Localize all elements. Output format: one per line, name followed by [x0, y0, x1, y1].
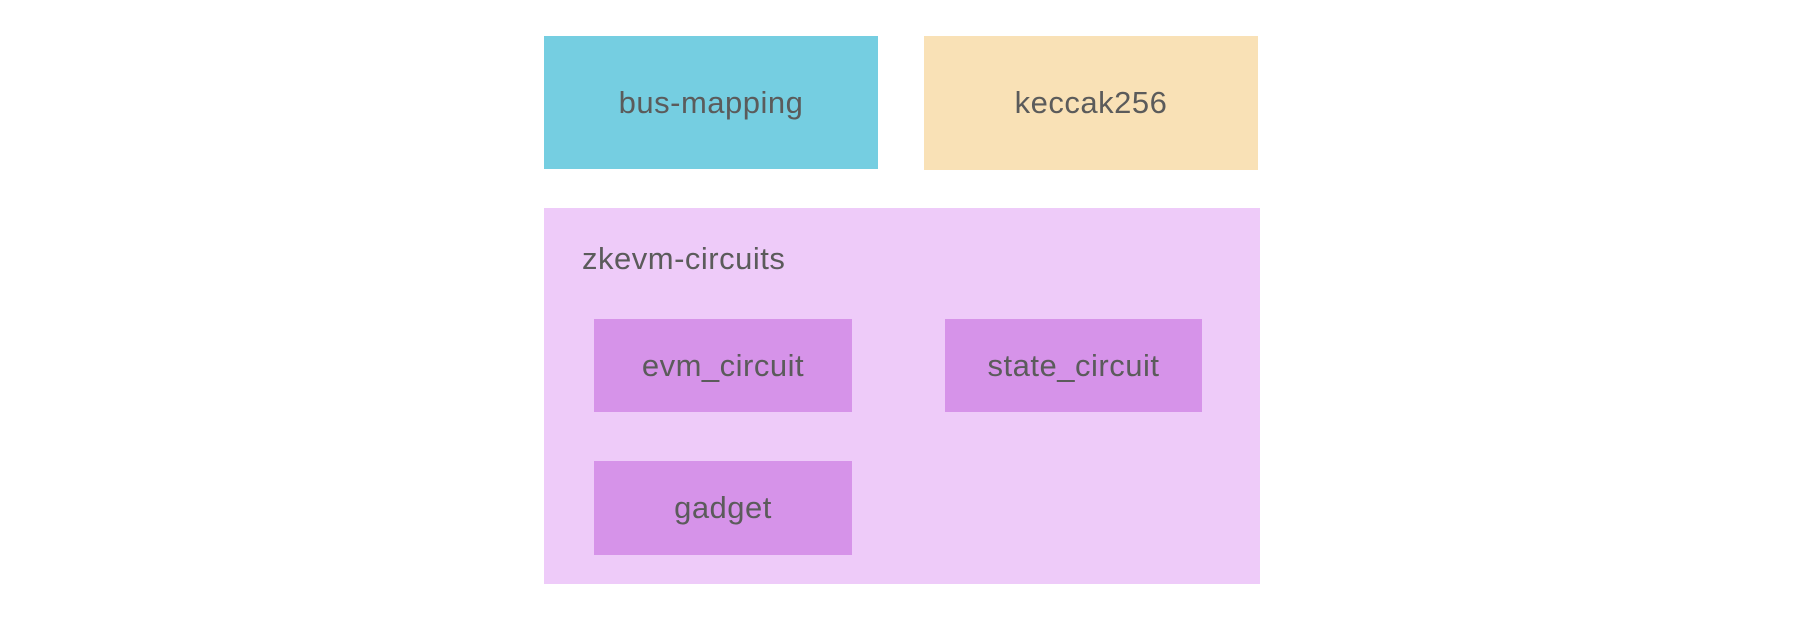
node-evm-circuit: evm_circuit: [594, 319, 852, 412]
container-zkevm-circuits: zkevm-circuits evm_circuit state_circuit…: [544, 208, 1260, 584]
node-state-circuit: state_circuit: [945, 319, 1202, 412]
node-keccak256-label: keccak256: [1014, 85, 1168, 120]
node-gadget-label: gadget: [674, 490, 772, 525]
node-keccak256: keccak256: [924, 36, 1258, 170]
node-bus-mapping: bus-mapping: [544, 36, 878, 169]
node-bus-mapping-label: bus-mapping: [618, 84, 804, 120]
container-zkevm-circuits-label: zkevm-circuits: [582, 241, 786, 276]
node-evm-circuit-label: evm_circuit: [641, 347, 805, 383]
node-state-circuit-label: state_circuit: [987, 347, 1160, 383]
node-gadget: gadget: [594, 461, 852, 555]
